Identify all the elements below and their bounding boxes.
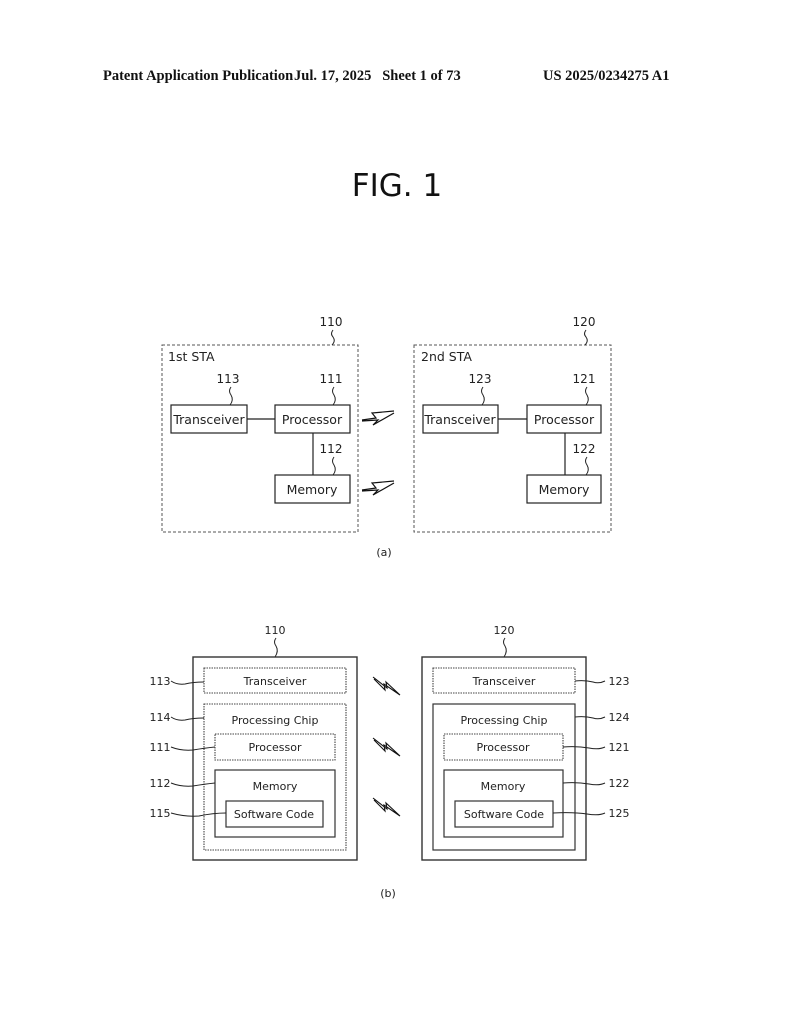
ref-121-a: 121 xyxy=(573,372,596,386)
ref-115-b: 115 xyxy=(150,807,171,820)
transceiver-box-113 xyxy=(203,667,347,694)
leader-120-b xyxy=(503,637,507,658)
processor-label: Processor xyxy=(249,741,302,754)
leader-123-a xyxy=(481,386,485,406)
software-code-label: Software Code xyxy=(464,808,544,821)
caption-b: (b) xyxy=(380,887,396,900)
publication-type: Patent Application Publication xyxy=(103,68,294,84)
ref-120-b: 120 xyxy=(494,624,515,637)
processing-chip-label: Processing Chip xyxy=(232,714,319,727)
caption-a: (a) xyxy=(376,546,391,559)
ref-114-b: 114 xyxy=(150,711,171,724)
leader-124-b xyxy=(574,716,606,720)
ref-123-b: 123 xyxy=(609,675,630,688)
transceiver-box-123 xyxy=(422,404,499,434)
ref-124-b: 124 xyxy=(609,711,630,724)
station-120-boundary xyxy=(413,344,612,533)
processor-label: Processor xyxy=(477,741,530,754)
software-code-box-125 xyxy=(454,800,554,828)
processing-chip-box-114 xyxy=(203,703,347,851)
device-110-outline xyxy=(192,656,358,861)
memory-label: Memory xyxy=(287,482,338,497)
leader-112-b xyxy=(170,782,216,787)
leader-114-b xyxy=(170,716,205,721)
ref-111-a: 111 xyxy=(320,372,343,386)
leader-111-a xyxy=(332,386,336,406)
software-code-label: Software Code xyxy=(234,808,314,821)
leader-122-a xyxy=(585,456,589,476)
ref-110-a: 110 xyxy=(320,315,343,329)
leader-125-b xyxy=(552,812,606,816)
wireless-link-icon xyxy=(361,480,395,496)
transceiver-box-113 xyxy=(170,404,248,434)
leader-112-a xyxy=(332,456,336,476)
ref-121-b: 121 xyxy=(609,741,630,754)
processor-label: Processor xyxy=(534,412,595,427)
leader-122-b xyxy=(562,782,606,786)
processing-chip-label: Processing Chip xyxy=(461,714,548,727)
station-name-2nd: 2nd STA xyxy=(421,349,472,364)
transceiver-label: Transceiver xyxy=(423,412,496,427)
software-code-box-115 xyxy=(225,800,324,828)
memory-box-122 xyxy=(526,474,602,504)
ref-120-a: 120 xyxy=(573,315,596,329)
memory-box-122 xyxy=(443,769,564,838)
ref-122-b: 122 xyxy=(609,777,630,790)
publication-number: US 2025/0234275 A1 xyxy=(543,68,670,84)
station-110: 110 1st STA Transceiver 113 Processor 11… xyxy=(161,315,359,533)
ref-111-b: 111 xyxy=(150,741,171,754)
leader-121-b xyxy=(562,746,606,750)
transceiver-label: Transceiver xyxy=(243,675,307,688)
wireless-link-icon xyxy=(361,410,395,426)
ref-123-a: 123 xyxy=(469,372,492,386)
leader-111-b xyxy=(170,746,216,751)
wireless-link-icon xyxy=(372,797,401,817)
device-120-outline xyxy=(421,656,587,861)
ref-122-a: 122 xyxy=(573,442,596,456)
device-110: 110 Transceiver Processing Chip Processo… xyxy=(150,624,358,861)
processor-label: Processor xyxy=(282,412,343,427)
station-name-1st: 1st STA xyxy=(168,349,215,364)
ref-125-b: 125 xyxy=(609,807,630,820)
device-120: 120 Transceiver Processing Chip Processo… xyxy=(421,624,630,861)
transceiver-label: Transceiver xyxy=(172,412,245,427)
station-120: 120 2nd STA Transceiver 123 Processor 12… xyxy=(413,315,612,533)
leader-110-b xyxy=(274,637,278,658)
leader-120-a xyxy=(584,329,588,346)
ref-112-b: 112 xyxy=(150,777,171,790)
leader-110-a xyxy=(331,329,335,346)
leader-121-a xyxy=(585,386,589,406)
station-110-boundary xyxy=(161,344,359,533)
ref-113-b: 113 xyxy=(150,675,171,688)
ref-110-b: 110 xyxy=(265,624,286,637)
leader-123-b xyxy=(574,680,606,684)
memory-box-112 xyxy=(214,769,336,838)
leader-113-a xyxy=(229,386,233,406)
memory-label: Memory xyxy=(539,482,590,497)
wireless-link-icon xyxy=(372,676,401,696)
memory-box-112 xyxy=(274,474,351,504)
figure-title: FIG. 1 xyxy=(351,168,443,204)
leader-115-b xyxy=(170,812,227,817)
memory-label: Memory xyxy=(253,780,298,793)
date-sheet: Jul. 17, 2025 Sheet 1 of 73 xyxy=(294,68,461,84)
memory-label: Memory xyxy=(481,780,526,793)
wireless-link-icon xyxy=(372,737,401,757)
processing-chip-box-124 xyxy=(432,703,576,851)
transceiver-label: Transceiver xyxy=(472,675,536,688)
ref-113-a: 113 xyxy=(217,372,240,386)
transceiver-box-123 xyxy=(432,667,576,694)
leader-113-b xyxy=(170,680,205,685)
ref-112-a: 112 xyxy=(320,442,343,456)
